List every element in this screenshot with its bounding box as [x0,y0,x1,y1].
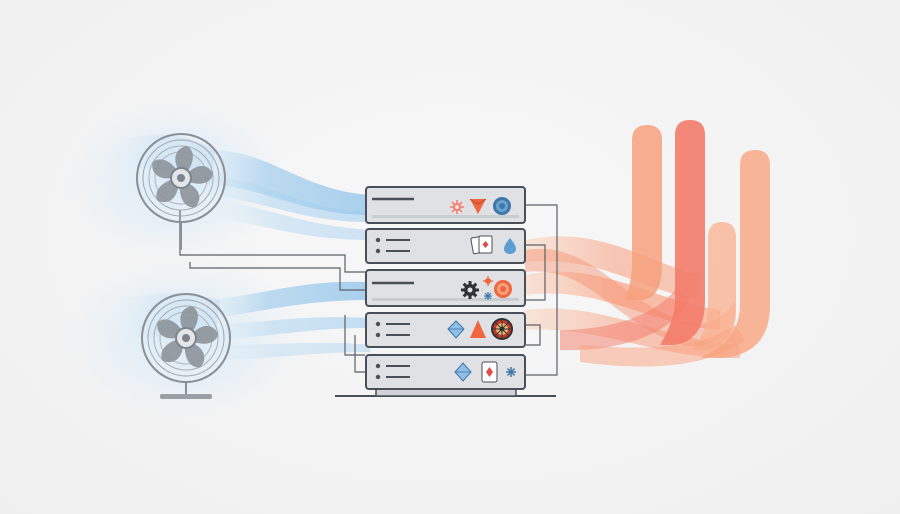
server-unit-3 [365,269,526,307]
playing-cards-icon [470,235,493,255]
triangle-gem-icon [470,199,486,214]
cool-airflow-lower [120,281,370,360]
server-rack [335,186,556,397]
sun-icon [483,276,493,286]
roulette-wheel-icon [491,318,513,340]
hot-plume-1 [625,125,662,300]
poker-chip-icon [494,280,512,298]
cool-airflow-upper [120,134,370,240]
playing-card-icon [481,361,498,383]
diamond-icon [447,320,465,339]
lower-fan [141,293,231,399]
server-unit-4 [365,312,526,348]
hot-plume-2 [660,120,705,345]
droplet-icon [504,238,516,254]
fan-icon [136,133,226,223]
server-unit-5 [365,354,526,390]
fan-icon [141,293,231,383]
diamond-icon [454,362,472,382]
gear-chip-icon [493,197,511,215]
server-unit-2 [365,228,526,264]
gear-icon [461,281,479,299]
triangle-icon [470,320,486,338]
server-unit-1 [365,186,526,224]
snowflake-icon [506,367,516,377]
upper-fan [136,133,226,250]
hot-airflow [525,120,770,367]
hot-plume-4 [700,150,770,358]
hot-plume-3 [692,222,736,350]
sun-chip-icon [450,200,464,214]
snowflake-small-icon [484,292,492,300]
